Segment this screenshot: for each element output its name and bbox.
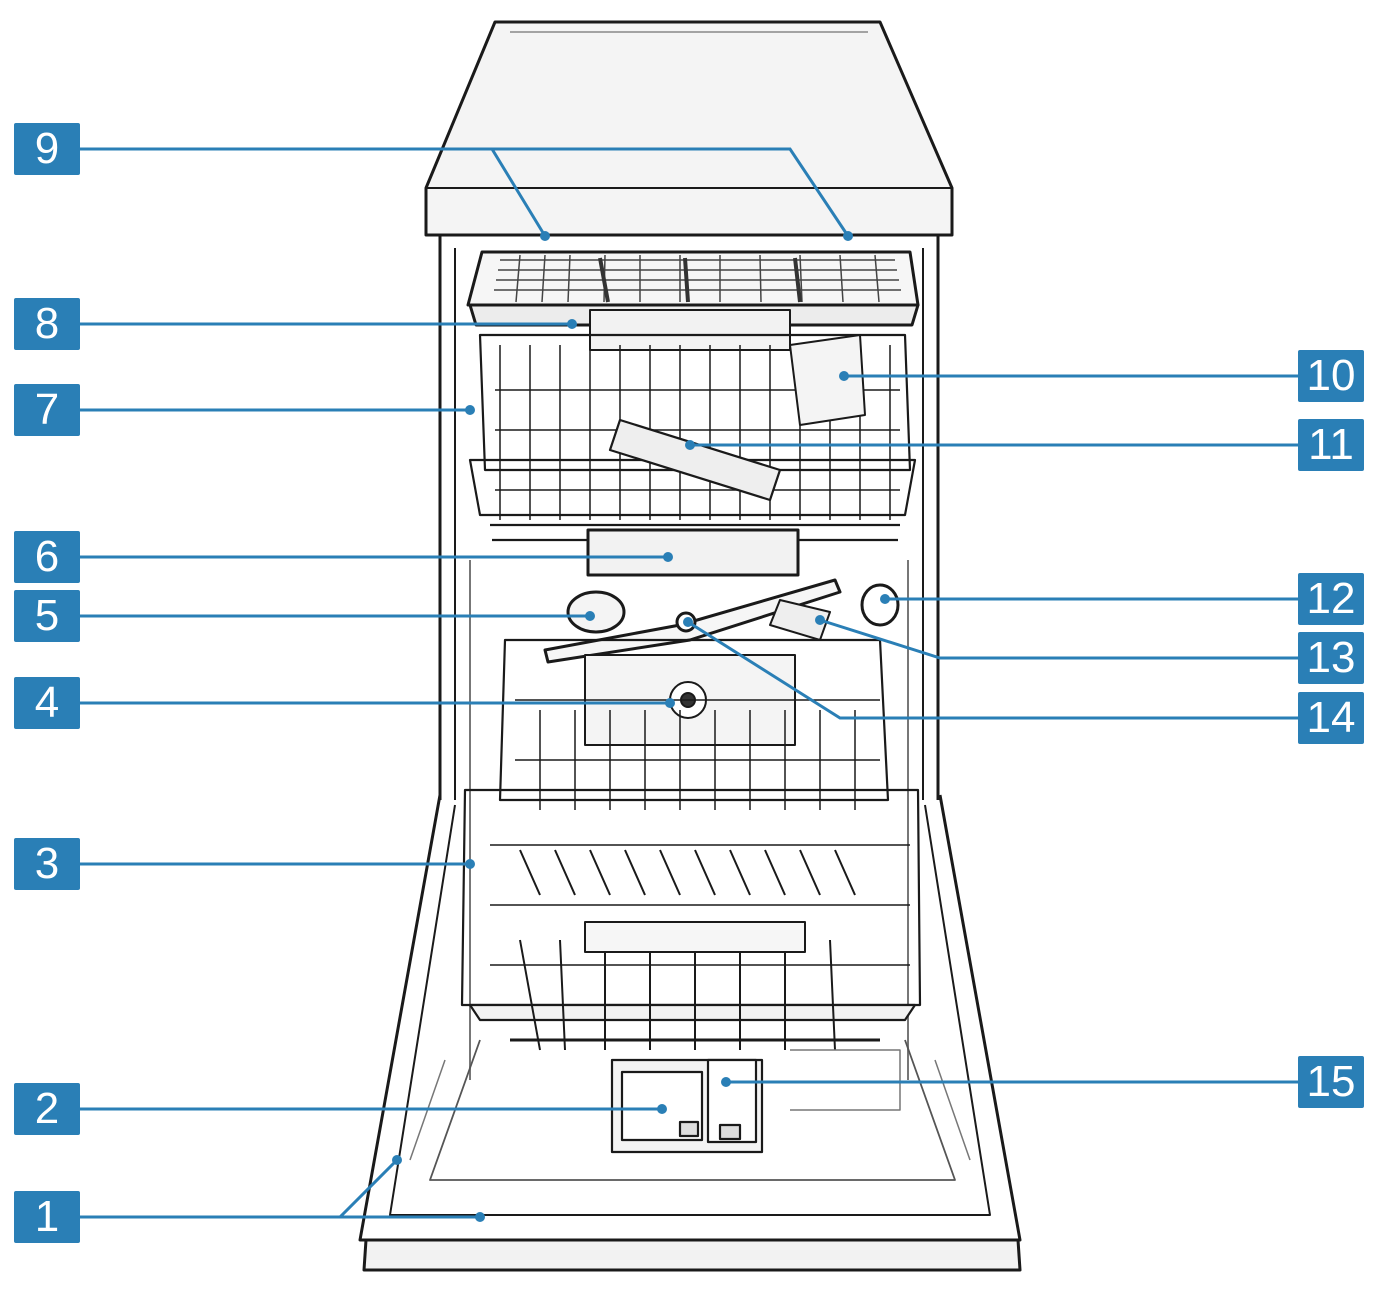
callout-2: 2 — [14, 1083, 80, 1135]
lower-basket — [460, 638, 922, 1051]
leader-dot-7 — [465, 405, 475, 415]
leader-dot-14 — [683, 617, 693, 627]
callout-3: 3 — [14, 838, 80, 890]
leader-dot-6 — [663, 552, 673, 562]
callout-7: 7 — [14, 384, 80, 436]
leader-dot-1 — [392, 1155, 402, 1165]
leader-dot-9b — [843, 231, 853, 241]
open-door — [358, 794, 1022, 1272]
callout-11: 11 — [1298, 419, 1364, 471]
callout-5: 5 — [14, 590, 80, 642]
callout-9: 9 — [14, 123, 80, 175]
cutlery-drawer — [466, 250, 920, 351]
callout-12: 12 — [1298, 573, 1364, 625]
callout-6: 6 — [14, 531, 80, 583]
leader-dot-15 — [721, 1077, 731, 1087]
callout-13: 13 — [1298, 632, 1364, 684]
leader-dot-3 — [465, 859, 475, 869]
callout-14: 14 — [1298, 692, 1364, 744]
leader-line-1 — [78, 1158, 399, 1219]
upper-spray-arm-housing — [586, 528, 800, 577]
callout-10: 10 — [1298, 350, 1364, 402]
worktop-lid — [424, 20, 954, 237]
callout-1: 1 — [14, 1191, 80, 1243]
leader-dot-5 — [585, 611, 595, 621]
leader-dot-10 — [839, 371, 849, 381]
leader-dot-11 — [685, 440, 695, 450]
leader-dot-1b — [475, 1212, 485, 1222]
callout-8: 8 — [14, 298, 80, 350]
callout-15: 15 — [1298, 1056, 1364, 1108]
leader-dot-8 — [567, 319, 577, 329]
detergent-dispenser — [610, 1058, 764, 1154]
leader-dot-2 — [657, 1104, 667, 1114]
side-port — [860, 583, 900, 627]
leader-dot-12 — [880, 594, 890, 604]
leader-line-13 — [818, 618, 1300, 660]
leader-line-9b — [490, 147, 850, 238]
callout-4: 4 — [14, 677, 80, 729]
leader-dot-9 — [540, 231, 550, 241]
leader-dot-13 — [815, 615, 825, 625]
upper-basket — [468, 333, 917, 542]
salt-container-cap — [566, 590, 626, 634]
leader-dot-4 — [665, 698, 675, 708]
leader-line-14 — [686, 620, 1300, 720]
cabinet-body — [438, 235, 940, 800]
